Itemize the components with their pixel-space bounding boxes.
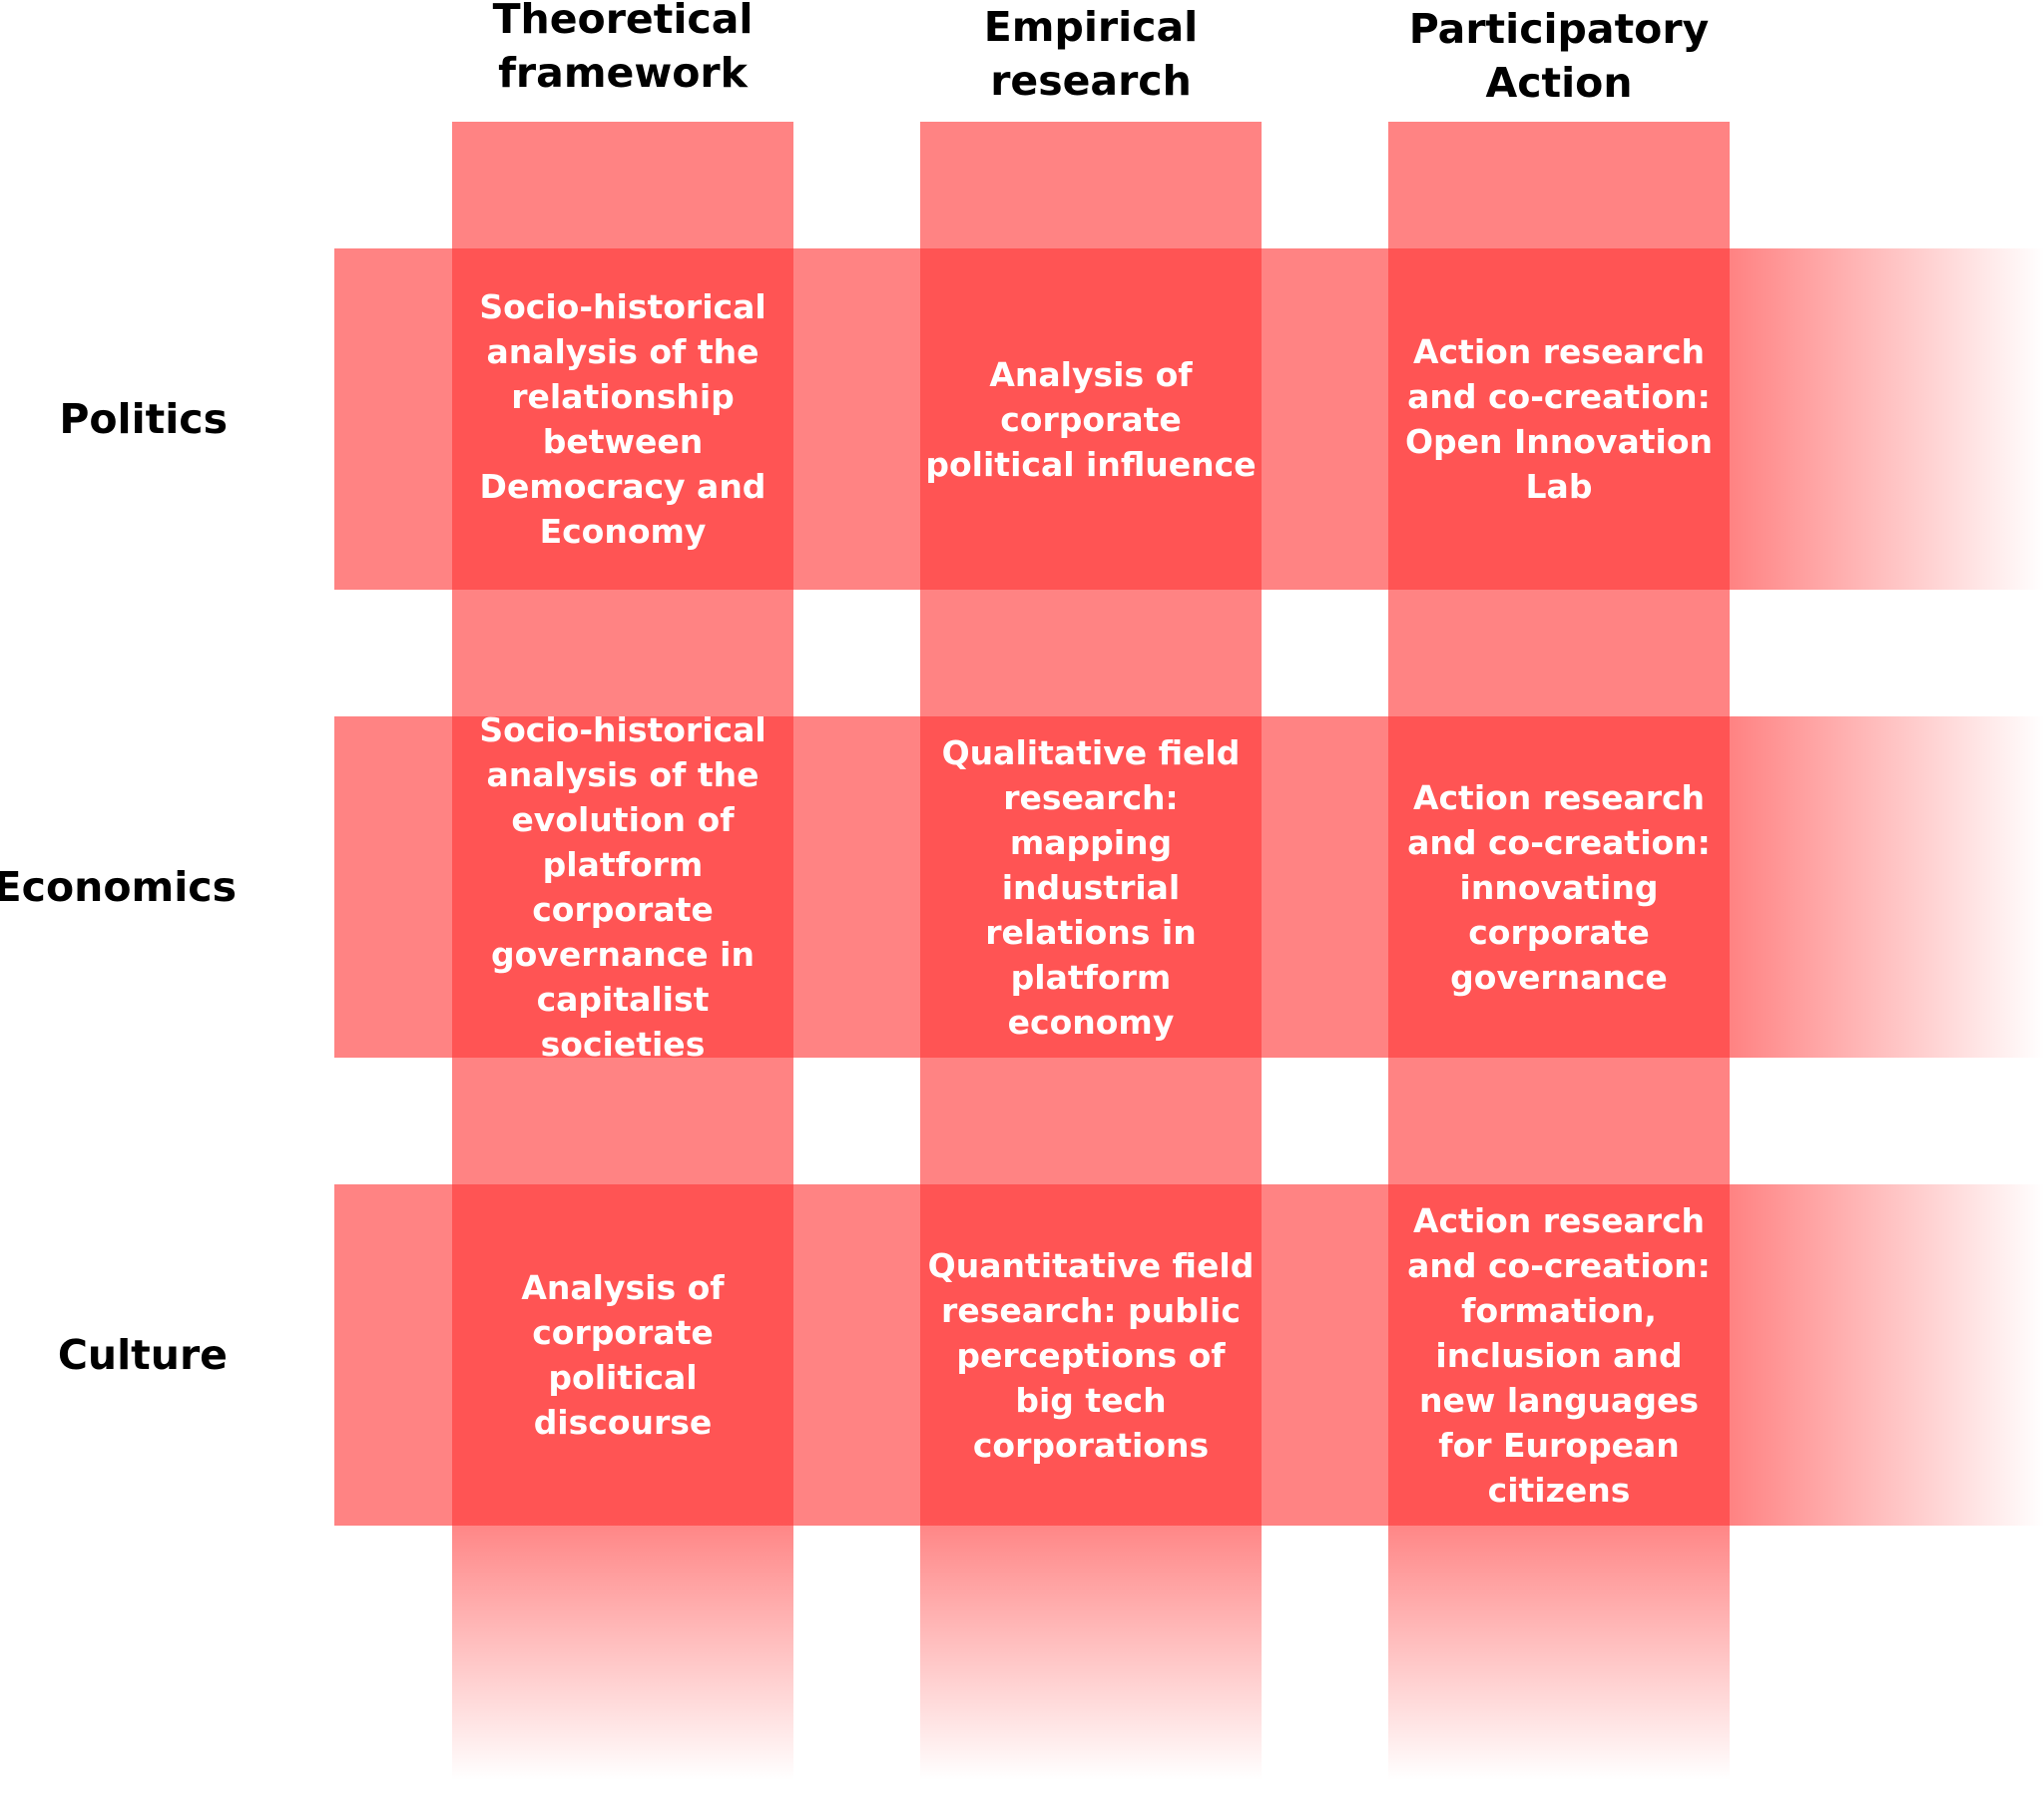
row-label-culture: Culture bbox=[57, 1331, 228, 1379]
cell-culture-empirical: Quantitative field research: public perc… bbox=[927, 1245, 1255, 1465]
cell-economics-participatory: Action research and co-creation: innovat… bbox=[1407, 777, 1711, 997]
cell-economics-empirical: Qualitative field research: mapping indu… bbox=[941, 732, 1241, 1042]
row-label-economics: Economics bbox=[0, 863, 237, 911]
column-header-empirical: Empirical research bbox=[983, 3, 1199, 105]
cell-economics-theoretical: Socio-historical analysis of the evoluti… bbox=[479, 710, 766, 1064]
row-band-culture bbox=[334, 1184, 2044, 1526]
cell-politics-empirical: Analysis of corporate political influenc… bbox=[925, 354, 1257, 484]
column-header-theoretical: Theoretical framework bbox=[492, 0, 754, 97]
cell-politics-participatory: Action research and co-creation: Open In… bbox=[1404, 332, 1713, 506]
row-band-politics bbox=[334, 248, 2044, 590]
cell-politics-theoretical: Socio-historical analysis of the relatio… bbox=[479, 287, 766, 551]
cell-culture-theoretical: Analysis of corporate political discours… bbox=[521, 1268, 725, 1442]
row-band-economics bbox=[334, 716, 2044, 1058]
cell-culture-participatory: Action research and co-creation: formati… bbox=[1407, 1200, 1711, 1510]
column-header-participatory: Participatory Action bbox=[1408, 5, 1710, 107]
row-label-politics: Politics bbox=[59, 395, 228, 443]
